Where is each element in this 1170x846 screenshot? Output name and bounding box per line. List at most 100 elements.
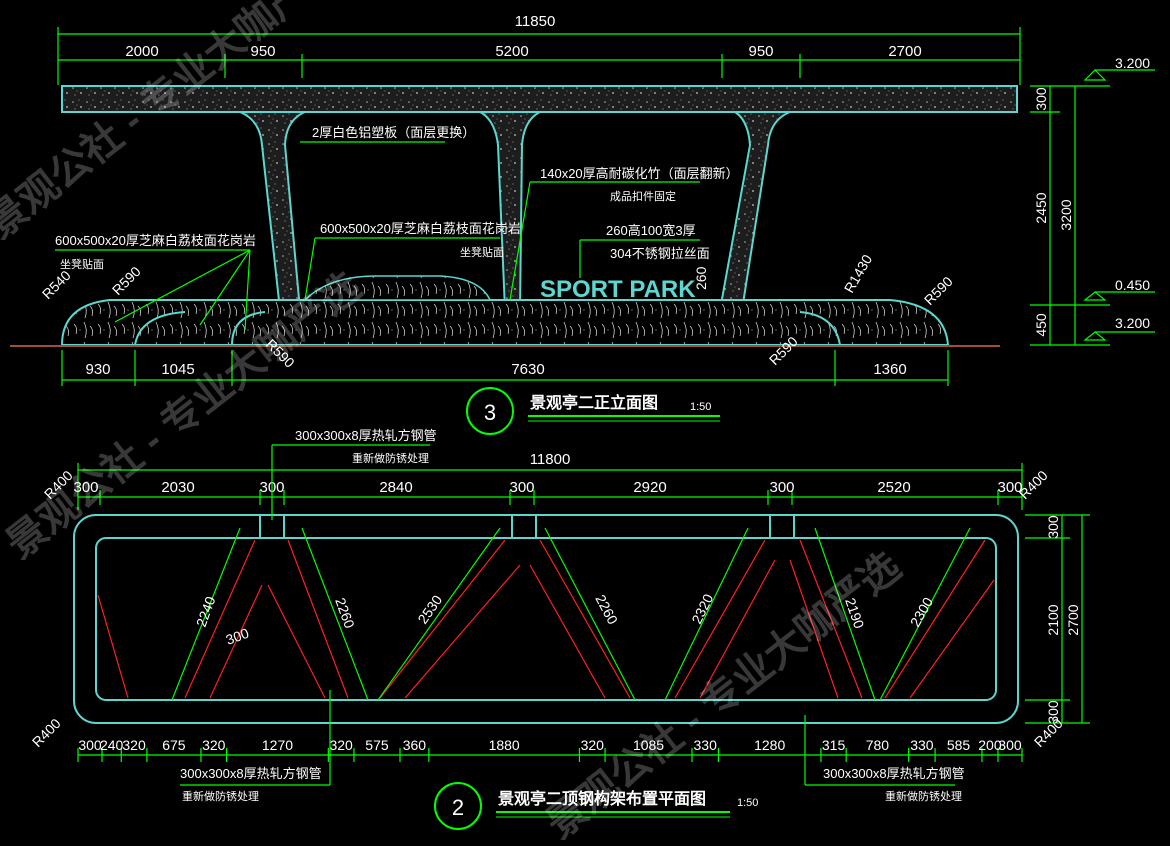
plan-top-dim-9: 300 [997, 479, 1022, 496]
plan-bottom-dim: 320 [329, 737, 353, 753]
elevation-title: 3 景观亭二正立面图 1:50 [466, 387, 720, 435]
note-steel-bottom-left-sub: 重新做防锈处理 [182, 789, 259, 803]
plan-number: 2 [452, 795, 464, 820]
plan-diag-dim-6: 2320 [688, 591, 716, 626]
roof-slab [61, 85, 1018, 113]
plan-title: 2 景观亭二顶钢构架布置平面图 1:50 [434, 782, 758, 830]
elevation-total-width: 11850 [515, 13, 556, 30]
plan-top-dim-7: 300 [769, 479, 794, 496]
plan-bottom-dim: 320 [202, 737, 226, 753]
elevation-bottom-dim-3: 7630 [511, 361, 544, 378]
plan-inner-frame [95, 537, 997, 701]
watermark-3: 景观公社 - 专业大咖严选 [538, 544, 908, 846]
radius-label-2: R590 [109, 263, 144, 298]
plan-scale: 1:50 [737, 797, 758, 809]
elevation-top-dimension: 11850 2000 950 5200 950 2700 [57, 13, 1021, 85]
plan-right-total: 2700 [1065, 604, 1081, 635]
plan-right-dim-1: 300 [1045, 515, 1061, 539]
plan-steel-members [97, 539, 995, 699]
elevation-bottom-dim-2: 1045 [161, 361, 194, 378]
plan-bottom-dim: 315 [822, 737, 846, 753]
elevation-right-dim-2: 2450 [1033, 192, 1049, 223]
elevation-right-dim-3: 450 [1033, 313, 1049, 337]
plan-drawing: 11800 300 2030 300 2840 300 2920 300 252… [29, 428, 1090, 830]
plan-bottom-dim: 780 [866, 737, 890, 753]
note-granite-mid: 600x500x20厚芝麻白荔枝面花岗岩 [320, 221, 521, 236]
plan-radius-2: R400 [1016, 467, 1051, 502]
plan-diag-dim-5: 2260 [592, 592, 621, 627]
column-right [718, 111, 791, 311]
sport-park-sign: SPORT PARK [540, 276, 696, 303]
note-steel-top: 300x300x8厚热轧方钢管 [295, 428, 437, 443]
column-left [239, 111, 306, 311]
elevation-dim-1: 2000 [125, 43, 158, 60]
elevation-dim-3: 5200 [495, 43, 528, 60]
level-bottom: 3.200 [1115, 315, 1150, 331]
elevation-dim-4: 950 [748, 43, 773, 60]
radius-label-6: R590 [921, 273, 956, 308]
plan-radius-3: R400 [29, 715, 64, 750]
note-steel-wire-sub: 304不锈钢拉丝面 [610, 246, 710, 261]
plan-title-text: 景观亭二顶钢构架布置平面图 [498, 789, 706, 808]
note-aluminum-board: 2厚白色铝塑板（面层更换） [312, 125, 475, 140]
plan-bottom-dim: 300 [998, 737, 1022, 753]
plan-right-dim-3: 300 [1045, 700, 1061, 724]
elevation-bottom-dimension: 930 1045 7630 1360 [61, 350, 949, 386]
plan-top-dim-6: 2920 [633, 479, 666, 496]
plan-top-dim-2: 2030 [161, 479, 194, 496]
plan-total-width: 11800 [530, 451, 571, 468]
bench-base [60, 299, 950, 346]
level-top: 3.200 [1115, 55, 1150, 71]
plan-top-dim-1: 300 [73, 479, 98, 496]
plan-bottom-dim: 1880 [489, 737, 520, 753]
dim-260-vertical: 260 [693, 266, 709, 290]
plan-top-dim-8: 2520 [877, 479, 910, 496]
elevation-number: 3 [484, 400, 496, 425]
elevation-scale: 1:50 [690, 401, 711, 413]
plan-bottom-dim: 330 [694, 737, 718, 753]
radius-label-1: R540 [39, 267, 74, 302]
plan-bottom-dim: 360 [403, 737, 427, 753]
note-steel-bottom-right: 300x300x8厚热轧方钢管 [823, 766, 965, 781]
elevation-title-text: 景观亭二正立面图 [530, 393, 658, 412]
note-granite-mid-sub: 坐凳贴面 [460, 245, 504, 259]
plan-outer-frame [73, 514, 1019, 724]
elevation-dim-2: 950 [250, 43, 275, 60]
plan-column-3 [769, 514, 795, 539]
note-bamboo-sub: 成品扣件固定 [610, 189, 676, 203]
watermark-1: 景观公社 - 专业大咖严选 [0, 0, 349, 247]
elevation-drawing: 11850 2000 950 5200 950 2700 SPORT PARK [10, 13, 1155, 435]
column-middle [479, 111, 541, 311]
radius-label-5: R1430 [841, 252, 876, 296]
level-bench: 0.450 [1115, 277, 1150, 293]
plan-bottom-dim: 200 [978, 737, 1002, 753]
plan-bottom-dim: 320 [581, 737, 605, 753]
plan-diag-dim-3: 2260 [332, 596, 358, 631]
elevation-bottom-dim-4: 1360 [873, 361, 906, 378]
plan-bottom-dim: 320 [122, 737, 146, 753]
plan-bottom-dim: 300 [78, 737, 102, 753]
note-granite-left-sub: 坐凳贴面 [60, 257, 104, 271]
note-steel-bottom-right-sub: 重新做防锈处理 [885, 789, 962, 803]
plan-bottom-dim: 330 [910, 737, 934, 753]
plan-diag-dim-1: 2240 [193, 594, 219, 629]
plan-column-2 [511, 514, 537, 539]
note-steel-bottom-left: 300x300x8厚热轧方钢管 [180, 766, 322, 781]
plan-bottom-dim: 675 [162, 737, 186, 753]
plan-right-dim-2: 2100 [1045, 604, 1061, 635]
elevation-right-total: 3200 [1058, 199, 1074, 230]
plan-callouts: 300x300x8厚热轧方钢管 重新做防锈处理 300x300x8厚热轧方钢管 … [180, 428, 965, 803]
note-granite-left: 600x500x20厚芝麻白荔枝面花岗岩 [55, 233, 256, 248]
elevation-right-dim-1: 300 [1033, 87, 1049, 111]
plan-bottom-dim: 575 [365, 737, 389, 753]
plan-top-dimension: 300 2030 300 2840 300 2920 300 2520 300 [73, 479, 1023, 505]
planter-mound [303, 275, 492, 301]
plan-diag-dim-2: 300 [224, 625, 252, 648]
note-steel-wire: 260高100宽3厚 [606, 223, 696, 238]
plan-bottom-dim: 585 [947, 737, 971, 753]
elevation-dim-5: 2700 [888, 43, 921, 60]
plan-top-dim-5: 300 [509, 479, 534, 496]
plan-bottom-dim: 1280 [754, 737, 785, 753]
